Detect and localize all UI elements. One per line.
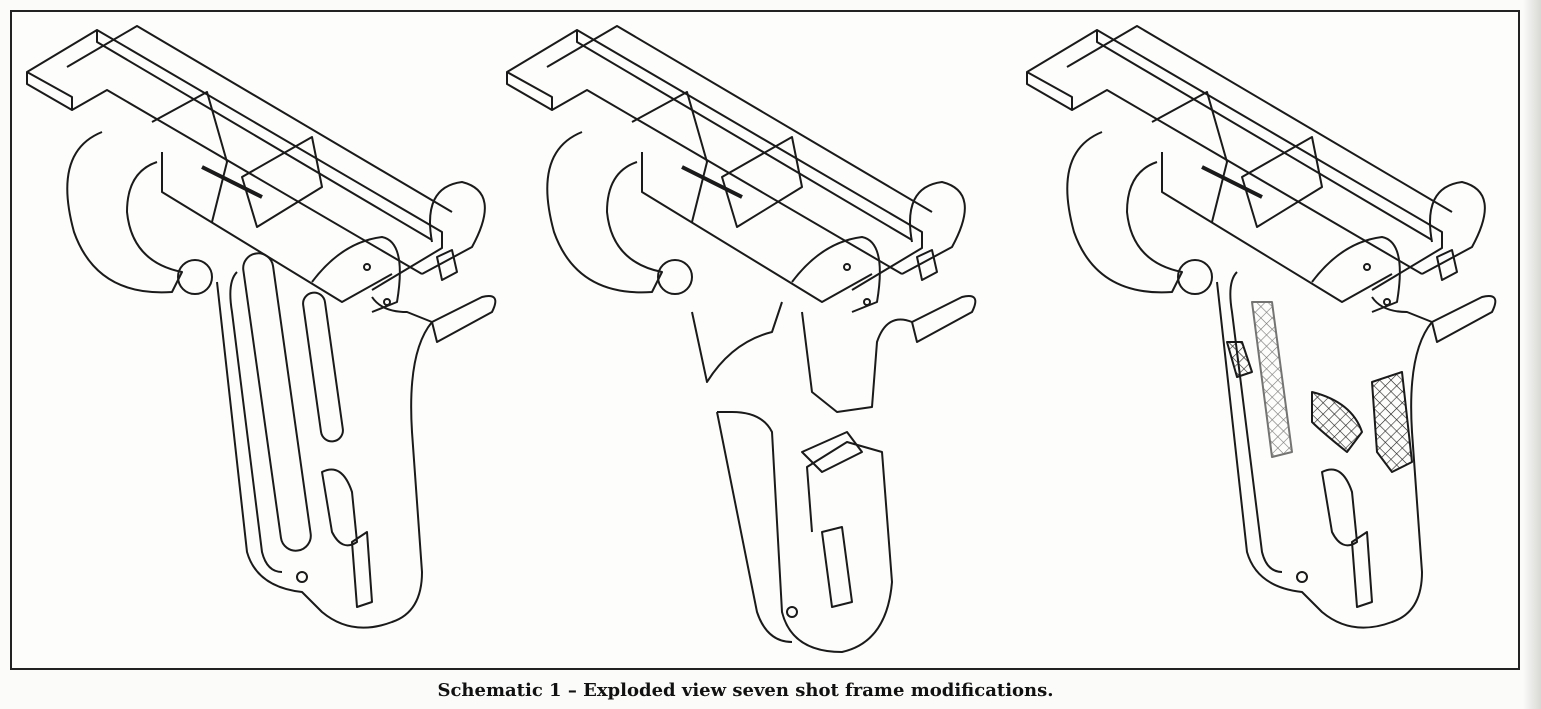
page-edge-shadow <box>1523 0 1541 709</box>
exploded-frame-drawing <box>505 24 978 653</box>
figure-caption: Schematic 1 – Exploded view seven shot f… <box>437 680 1054 701</box>
modified-frame-drawing <box>1025 24 1498 629</box>
schematic-figure <box>10 10 1520 670</box>
original-frame-drawing <box>25 24 498 629</box>
